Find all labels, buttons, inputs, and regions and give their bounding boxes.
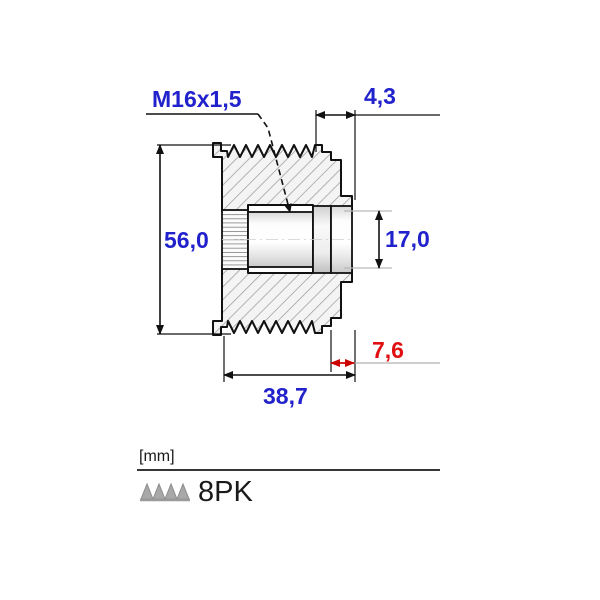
legend-belt-code: 8PK: [198, 476, 253, 508]
dimension-flange-width-group: [330, 330, 440, 372]
dimension-total-width-group: [223, 330, 356, 382]
pulley-upper-body: [212, 142, 353, 213]
pulley-lower-body: [212, 265, 353, 336]
dimension-bore-diameter-label: 17,0: [385, 226, 430, 252]
dimension-hub-offset-group: [315, 110, 440, 200]
ribbed-belt-profile-icon: [140, 482, 190, 502]
thread-callout-leader: [257, 113, 292, 213]
legend: [mm] 8PK: [137, 448, 440, 508]
dimension-hub-offset-label: 4,3: [364, 83, 396, 109]
dimension-outer-diameter-label: 56,0: [164, 227, 209, 253]
dimension-bore-diameter-group: [344, 210, 392, 269]
pulley-cross-section: [212, 142, 353, 336]
thread-callout-label: M16x1,5: [152, 86, 242, 112]
thread-callout-group: [146, 113, 292, 213]
dimension-flange-width-label: 7,6: [372, 337, 404, 363]
dimension-total-width-label: 38,7: [263, 383, 308, 409]
legend-unit-label: [mm]: [139, 448, 175, 465]
bore-barrel: [247, 211, 314, 268]
dimension-outer-diameter-group: [156, 144, 231, 335]
